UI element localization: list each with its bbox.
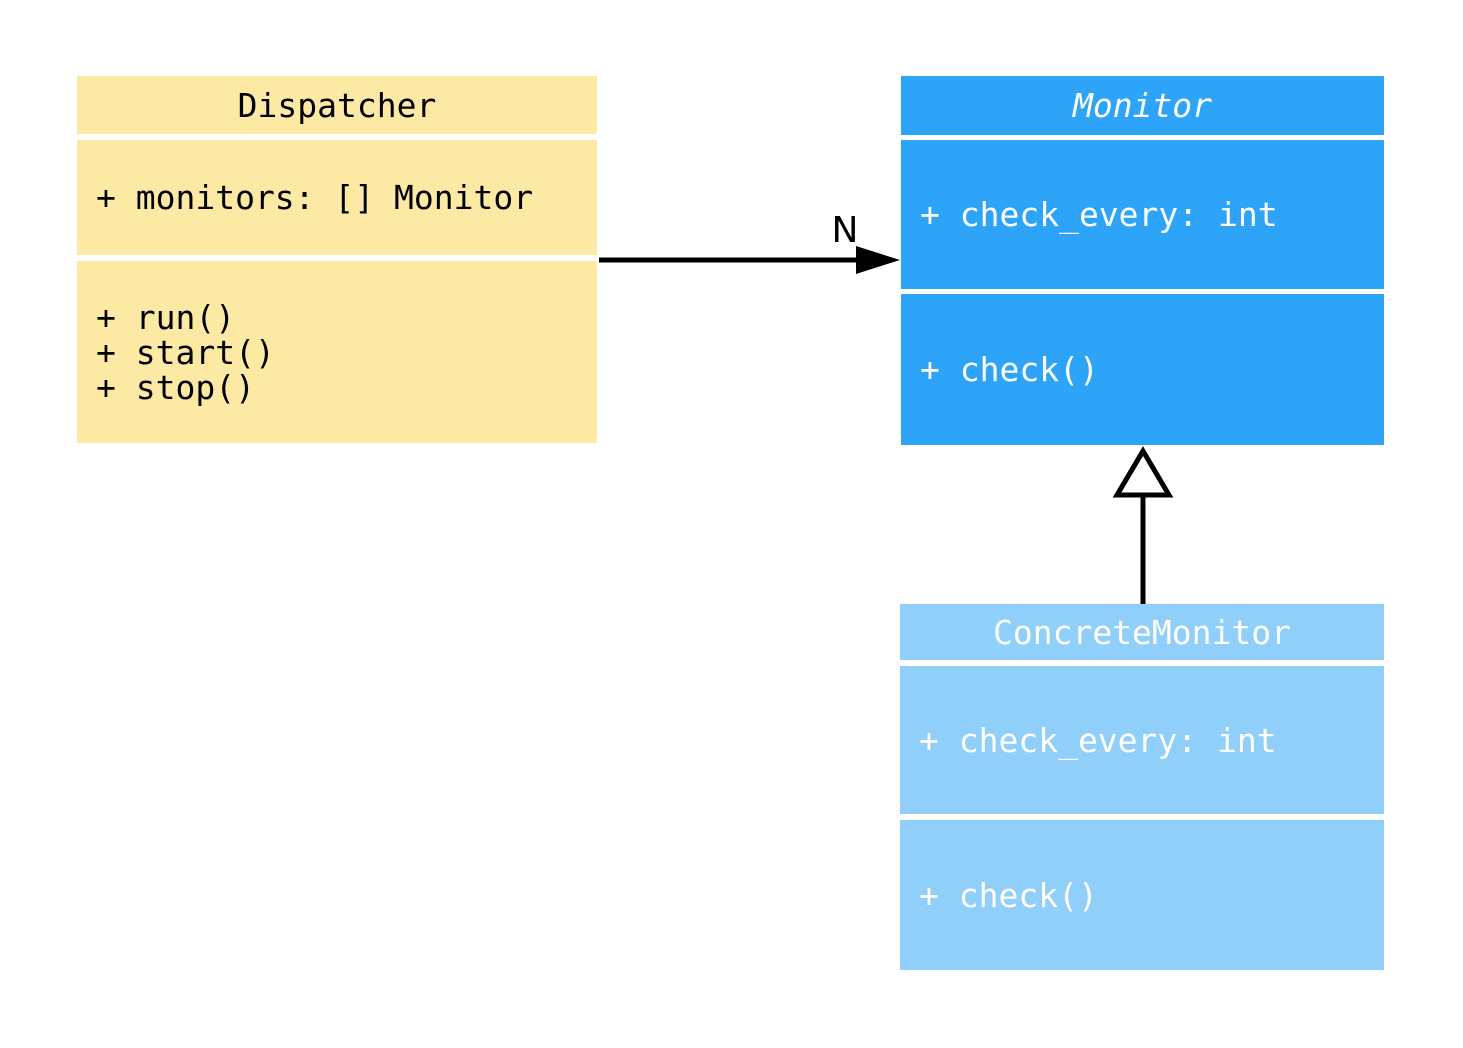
class-name-header: ConcreteMonitor bbox=[900, 604, 1384, 660]
attributes-compartment: + check_every: int bbox=[901, 140, 1384, 289]
multiplicity-label: N bbox=[832, 210, 859, 251]
method-item: + run() bbox=[96, 297, 236, 337]
class-name-header: Dispatcher bbox=[77, 76, 597, 134]
class-name-header: Monitor bbox=[901, 76, 1384, 135]
attributes-compartment: + monitors: [] Monitor bbox=[77, 140, 597, 255]
class-box-monitor: Monitor + check_every: int + check() bbox=[901, 76, 1384, 445]
class-box-dispatcher: Dispatcher + monitors: [] Monitor + run(… bbox=[77, 76, 597, 443]
method-item: + stop() bbox=[96, 367, 255, 407]
methods-compartment: + check() bbox=[900, 820, 1384, 970]
class-box-concretemonitor: ConcreteMonitor + check_every: int + che… bbox=[900, 604, 1384, 970]
attribute-item: + check_every: int bbox=[920, 195, 1278, 234]
inheritance-arrow bbox=[1112, 446, 1174, 604]
association-arrow: N bbox=[599, 210, 900, 274]
methods-compartment: + run() + start() + stop() bbox=[77, 261, 597, 443]
attribute-item: + check_every: int bbox=[919, 720, 1277, 760]
methods-compartment: + check() bbox=[901, 294, 1384, 445]
attribute-item: + monitors: [] Monitor bbox=[96, 178, 534, 217]
attributes-compartment: + check_every: int bbox=[900, 666, 1384, 814]
method-item: + check() bbox=[919, 875, 1098, 915]
method-item: + start() bbox=[96, 332, 275, 372]
method-item: + check() bbox=[920, 350, 1099, 389]
